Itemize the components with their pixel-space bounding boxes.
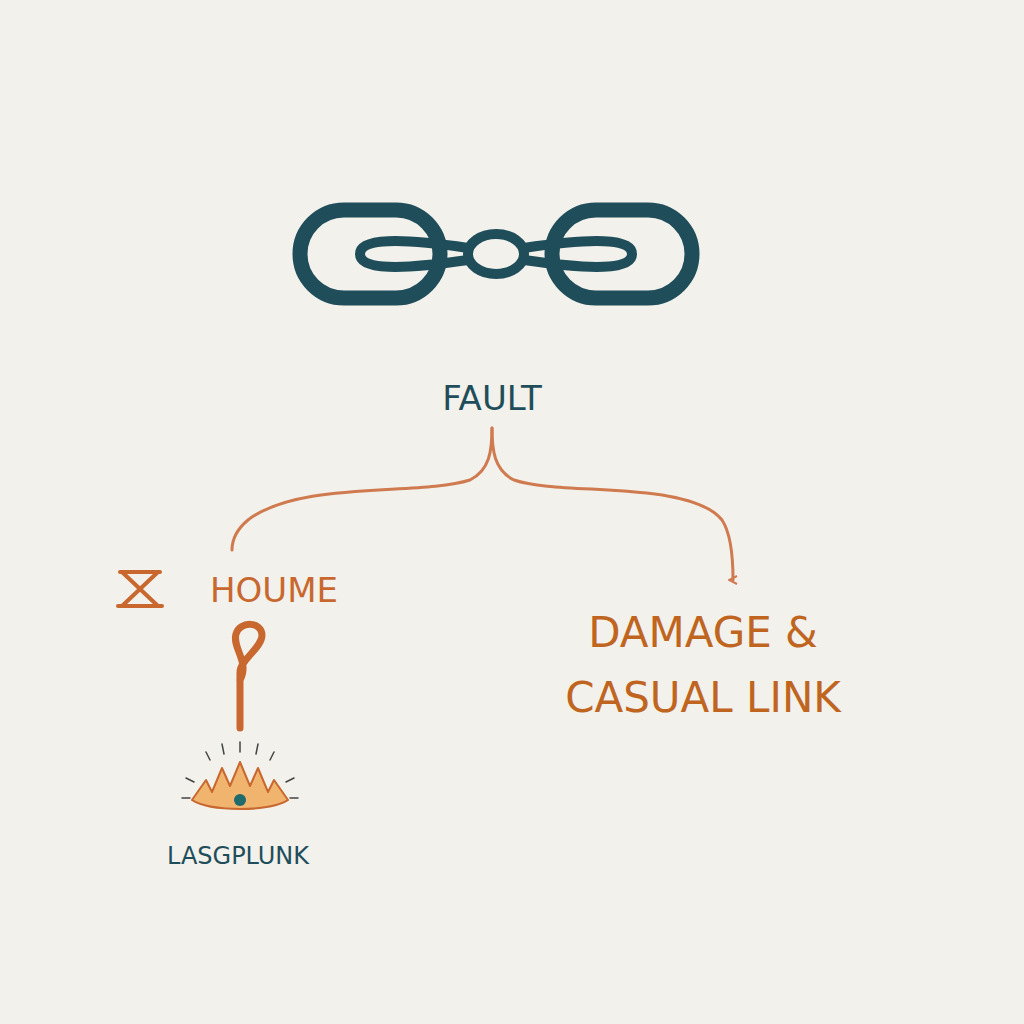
branch-lines	[232, 428, 733, 580]
hourglass-symbol	[118, 572, 162, 606]
hook-symbol	[235, 624, 262, 728]
label-text: HOUME	[210, 564, 338, 617]
chain-icon	[300, 210, 692, 298]
label-text: DAMAGE & CASUAL LINK	[503, 600, 903, 730]
burst-icon	[182, 742, 298, 809]
label-text: FAULT	[442, 372, 542, 425]
label-text: LASGPLUNK	[167, 838, 309, 875]
